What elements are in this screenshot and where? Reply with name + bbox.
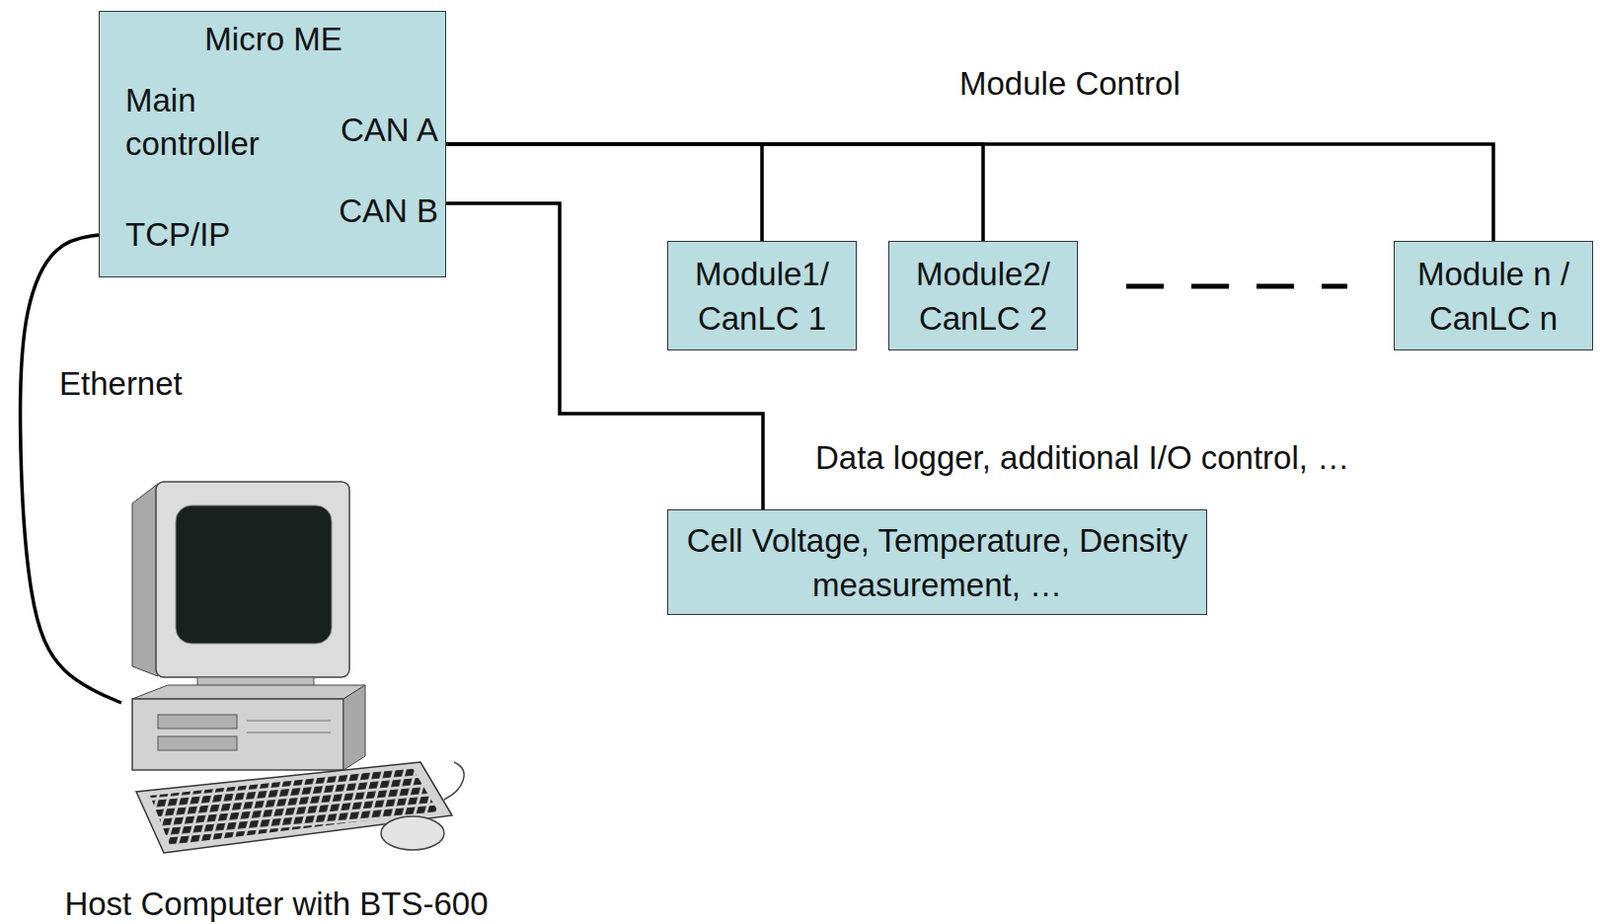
panel-line [246, 720, 331, 722]
continuation-dashes [1126, 284, 1348, 290]
port-name: CAN B [338, 189, 439, 233]
module-label: Module2/ CanLC 2 [899, 251, 1067, 341]
module-label: Module n / CanLC n [1404, 251, 1583, 341]
device-role: Main controller [125, 78, 313, 166]
drive-slot [157, 714, 237, 729]
controller-box: Micro ME Main controllerTCP/IP CAN A CAN B [98, 10, 447, 278]
ethernet-cable [20, 234, 122, 703]
monitor-body [155, 481, 350, 678]
can-bus-line [446, 144, 762, 241]
connector-group [446, 144, 984, 241]
computer-illustration [29, 473, 524, 879]
bus-name: Module Control [956, 62, 1184, 106]
connector-group [446, 144, 762, 241]
connector-group [20, 234, 122, 703]
link-name: Ethernet [56, 362, 186, 406]
base-top [132, 685, 366, 699]
module-box: Module1/ CanLC 1 [667, 240, 857, 351]
module-label: Cell Voltage, Temperature, Density measu… [678, 518, 1197, 608]
module-box: Module2/ CanLC 2 [888, 240, 1078, 351]
base-side [343, 685, 366, 770]
port-name: CAN A [340, 108, 439, 153]
computer-caption: Host Computer with BTS-600 [29, 881, 524, 924]
connector-group [446, 144, 1494, 241]
port-name: TCP/IP [125, 213, 230, 257]
can-bus-line [446, 144, 1494, 241]
keyboard [136, 761, 453, 853]
panel-line [246, 732, 331, 734]
base-unit [132, 698, 344, 770]
device-title: Micro ME [99, 17, 448, 62]
host-computer: Host Computer with BTS-600 [29, 473, 524, 918]
monitor-side [132, 483, 158, 677]
module-box: Cell Voltage, Temperature, Density measu… [667, 509, 1208, 615]
monitor-screen [175, 505, 332, 644]
bus-name: Data logger, additional I/O control, … [812, 436, 1353, 480]
mouse [380, 816, 445, 850]
can-bus-line [446, 144, 984, 241]
mouse-cable [444, 761, 464, 800]
module-label: Module1/ CanLC 1 [678, 251, 846, 341]
module-box: Module n / CanLC n [1393, 240, 1594, 351]
drive-slot [157, 736, 237, 751]
